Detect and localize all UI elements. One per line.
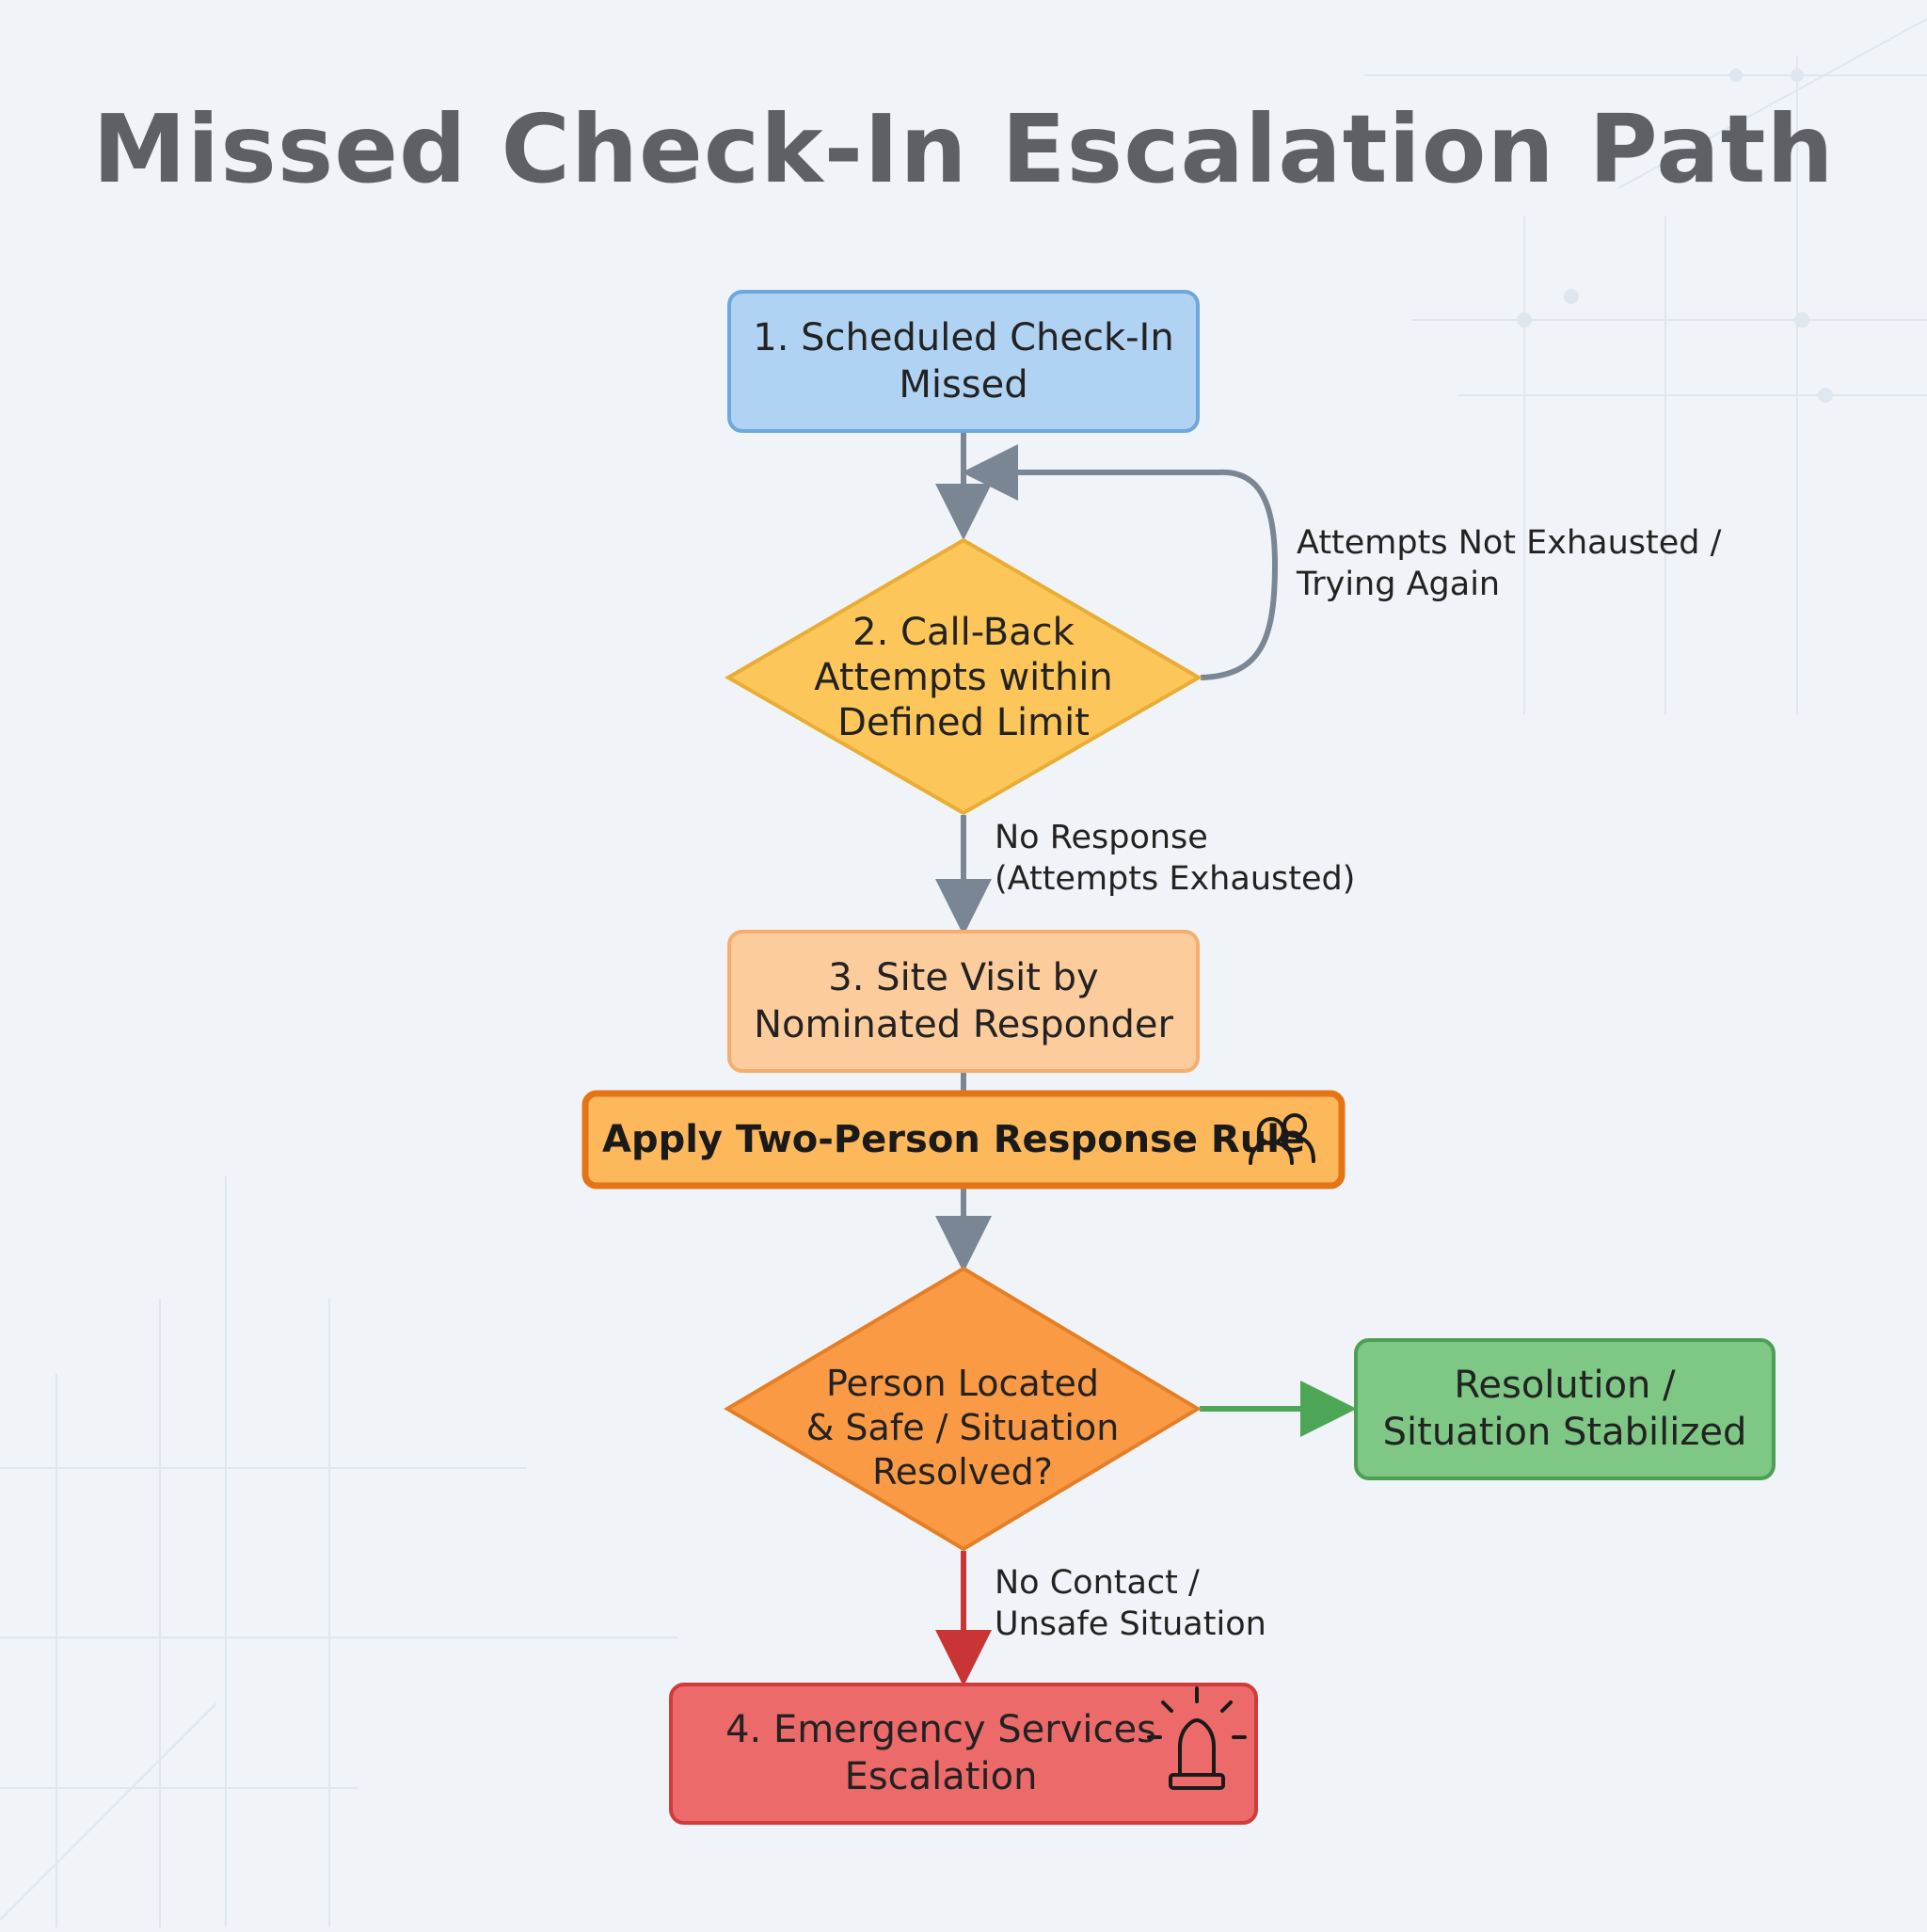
edge-retry-loop [962, 444, 1279, 680]
two-person-rule-label: Apply Two-Person Response Rule [602, 1118, 1306, 1161]
step1-label-line: Missed [899, 363, 1028, 407]
background-decoration [0, 18, 1927, 1927]
no-response-edge-label-line: No Response [995, 819, 1208, 856]
connectors [935, 433, 1357, 1686]
decision-label: Person Located & Safe / Situation Resolv… [727, 1362, 1198, 1494]
step3-label: 3. Site Visit by Nominated Responder [729, 954, 1198, 1048]
step2-label-line: Attempts within [814, 656, 1113, 699]
step4-label-line: 4. Emergency Services [725, 1708, 1156, 1751]
step1-label-line: 1. Scheduled Check-In [753, 316, 1174, 359]
decision-label-line: Person Located [825, 1363, 1100, 1404]
no-contact-edge-label: No Contact / Unsafe Situation [995, 1562, 1266, 1645]
no-response-edge-label: No Response (Attempts Exhausted) [995, 817, 1355, 900]
people-icon [1249, 1113, 1315, 1165]
step2-diamond [725, 537, 1202, 816]
step3-label-line: Nominated Responder [754, 1003, 1173, 1046]
no-contact-edge-label-line: No Contact / [995, 1564, 1200, 1602]
no-response-edge-label-line: (Attempts Exhausted) [995, 860, 1356, 898]
resolution-label: Resolution / Situation Stabilized [1356, 1362, 1774, 1456]
step2-label-line: Defined Limit [837, 701, 1090, 744]
page-title: Missed Check-In Escalation Path [92, 94, 1835, 204]
step3-box [727, 930, 1200, 1073]
no-contact-edge-label-line: Unsafe Situation [995, 1605, 1266, 1643]
two-person-rule-box [581, 1090, 1346, 1190]
step1-label: 1. Scheduled Check-In Missed [729, 314, 1198, 408]
step4-label: 4. Emergency Services Escalation [687, 1706, 1195, 1800]
resolution-label-line: Situation Stabilized [1382, 1411, 1747, 1454]
step2-label: 2. Call-Back Attempts within Defined Lim… [728, 610, 1199, 745]
step3-label-line: 3. Site Visit by [828, 956, 1099, 999]
retry-edge-label: Attempts Not Exhausted / Trying Again [1297, 522, 1721, 605]
retry-edge-label-line: Trying Again [1297, 566, 1501, 603]
resolution-label-line: Resolution / [1454, 1364, 1676, 1407]
step4-label-line: Escalation [844, 1755, 1038, 1798]
siren-icon [1147, 1686, 1247, 1790]
decision-label-line: & Safe / Situation [805, 1407, 1120, 1448]
decision-diamond [724, 1266, 1202, 1552]
retry-edge-label-line: Attempts Not Exhausted / [1297, 524, 1722, 562]
step1-box [727, 290, 1200, 433]
step2-label-line: 2. Call-Back [852, 611, 1075, 654]
resolution-box [1354, 1338, 1776, 1480]
step4-box [669, 1683, 1258, 1825]
decision-label-line: Resolved? [872, 1451, 1053, 1493]
